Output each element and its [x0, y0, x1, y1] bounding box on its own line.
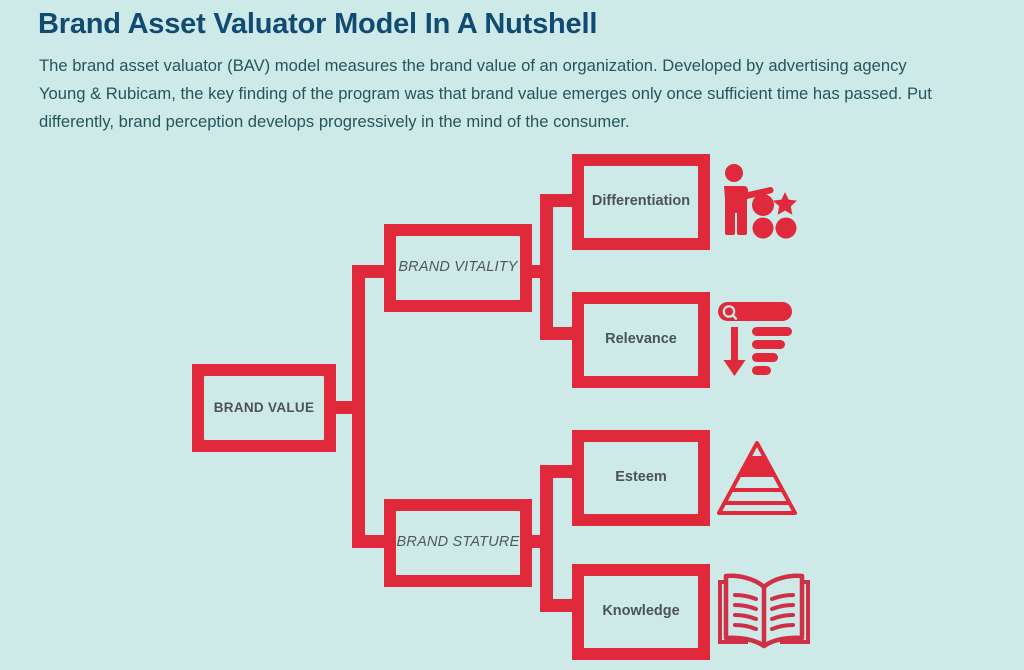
- open-book-icon: [718, 573, 810, 649]
- node-relevance-label: Relevance: [605, 331, 677, 348]
- node-esteem[interactable]: Esteem: [572, 430, 710, 526]
- node-knowledge-label: Knowledge: [602, 603, 680, 620]
- connector-stature-to-esteem: [540, 465, 580, 478]
- node-esteem-label: Esteem: [615, 469, 667, 486]
- connector-stature-vertical: [540, 465, 553, 612]
- search-filter-arrow-icon: [718, 302, 792, 376]
- page-title: Brand Asset Valuator Model In A Nutshell: [38, 8, 598, 40]
- connector-trunk-to-stature: [352, 535, 392, 548]
- node-brand-value[interactable]: BRAND VALUE: [192, 364, 336, 452]
- node-brand-vitality-label: BRAND VITALITY: [398, 259, 518, 276]
- node-brand-value-label: BRAND VALUE: [213, 399, 315, 415]
- node-knowledge[interactable]: Knowledge: [572, 564, 710, 660]
- node-brand-vitality[interactable]: BRAND VITALITY: [384, 224, 532, 312]
- connector-vitality-to-differentiation: [540, 194, 580, 207]
- node-relevance[interactable]: Relevance: [572, 292, 710, 388]
- node-differentiation-label: Differentiation: [591, 193, 691, 210]
- connector-stature-to-knowledge: [540, 599, 580, 612]
- node-differentiation[interactable]: Differentiation: [572, 154, 710, 250]
- pyramid-icon: [717, 441, 797, 515]
- connector-trunk-vertical: [352, 265, 365, 548]
- page-subtitle: The brand asset valuator (BAV) model mea…: [39, 56, 932, 131]
- connector-trunk-to-vitality: [352, 265, 392, 278]
- connector-vitality-to-relevance: [540, 327, 580, 340]
- node-brand-stature-label: BRAND STATURE: [396, 534, 520, 551]
- connector-vitality-vertical: [540, 194, 553, 340]
- node-brand-stature[interactable]: BRAND STATURE: [384, 499, 532, 587]
- person-pointing-shapes-icon: [724, 164, 797, 239]
